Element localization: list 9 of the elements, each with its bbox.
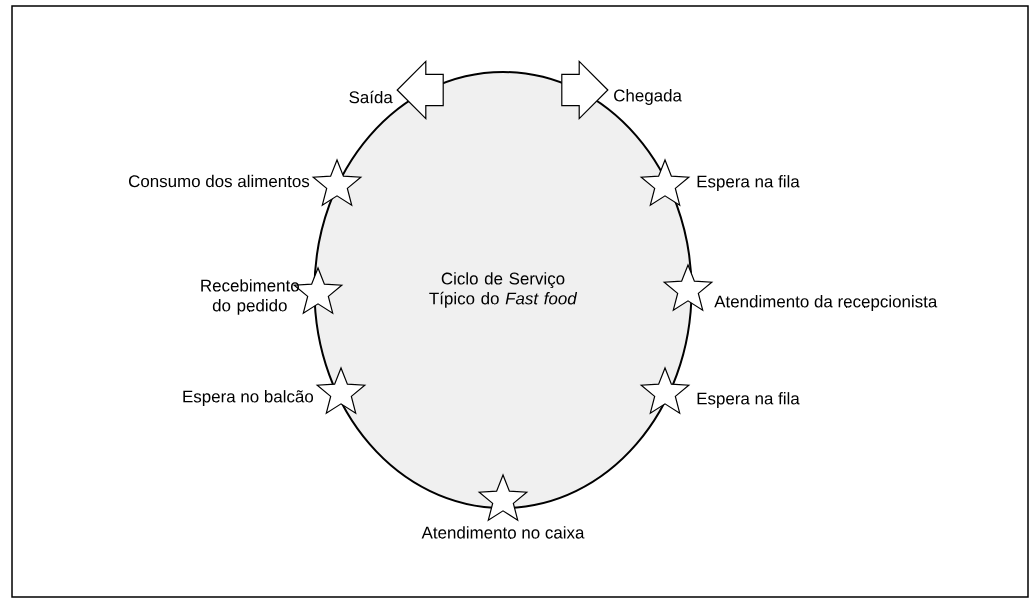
step-label: Atendimento da recepcionista (714, 295, 938, 311)
step-label: Recebimento do pedido (201, 279, 299, 315)
step-label: Espera na fila (697, 392, 800, 408)
step-label: Chegada (614, 89, 682, 105)
step-label: Espera na fila (697, 175, 800, 191)
step-label: Consumo dos alimentos (129, 174, 310, 188)
step-label: Espera no balcão (183, 390, 314, 406)
step-label: Atendimento no caixa (421, 526, 585, 539)
step-label: Saída (349, 90, 393, 104)
